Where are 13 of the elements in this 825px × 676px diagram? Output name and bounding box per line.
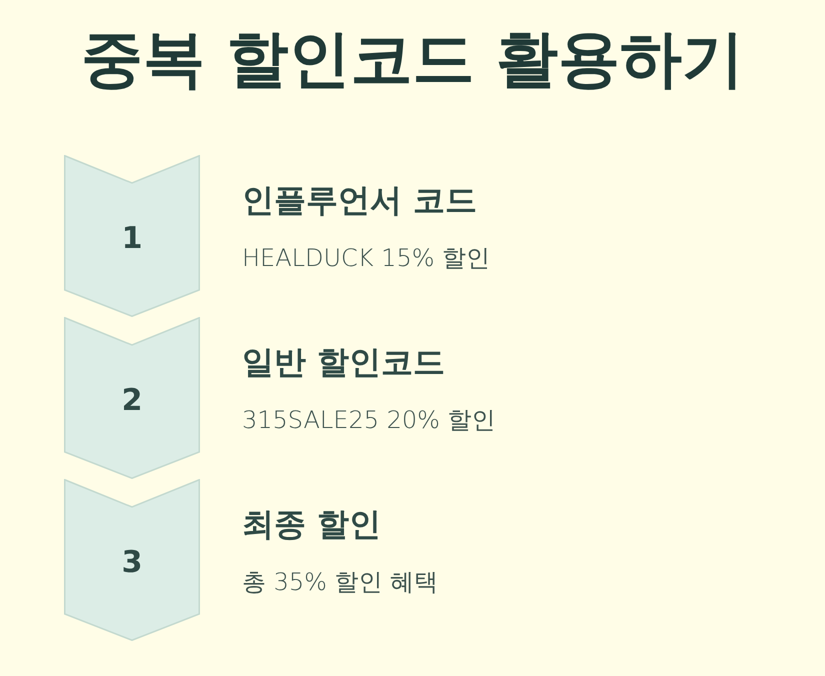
step-number: 1 <box>120 221 144 257</box>
step-number: 3 <box>120 545 144 581</box>
chevron-step <box>64 479 200 641</box>
chevron-step <box>64 317 200 479</box>
step-description: 총 35% 할인 혜택 <box>242 568 438 597</box>
chevron-step <box>64 155 200 317</box>
step-heading: 일반 할인코드 <box>242 343 446 382</box>
step-description: HEALDUCK 15% 할인 <box>242 244 490 273</box>
step-description: 315SALE25 20% 할인 <box>242 406 496 435</box>
step-number: 2 <box>120 383 144 419</box>
step-heading: 최종 할인 <box>242 505 382 544</box>
title: 중복 할인코드 활용하기 <box>80 22 746 96</box>
step-heading: 인플루언서 코드 <box>242 181 478 220</box>
